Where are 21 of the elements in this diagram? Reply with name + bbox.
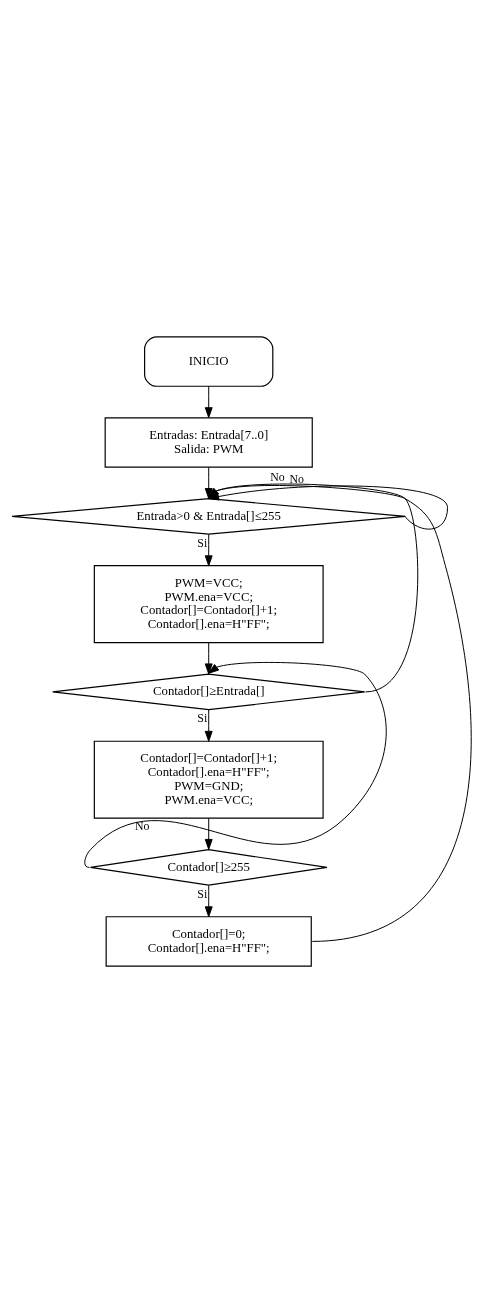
node-box: Contador[]=Contador[]+1; Contador[].ena=H"FF"; PWM=GND; PWM.ena=VCC;	[93, 740, 324, 819]
node-diamond: Contador[]≥Entrada[]	[52, 673, 366, 710]
arrow	[204, 817, 213, 850]
arrow	[204, 466, 213, 499]
node-diamond: Contador[]≥255	[89, 848, 328, 886]
arrow	[204, 641, 213, 674]
node-box: Entradas: Entrada[7..0] Salida: PWM	[104, 416, 313, 468]
edge-label: No	[270, 469, 285, 484]
node-box: PWM=VCC; PWM.ena=VCC; Contador[]=Contador[]+1; Contador[].ena=H"FF";	[93, 564, 324, 643]
arrow	[204, 385, 213, 418]
edge-label: Si	[197, 535, 208, 550]
node-box: INICIO	[144, 335, 274, 387]
edge-label: Si	[197, 886, 208, 901]
edge-label: Si	[197, 710, 208, 725]
arrow	[204, 708, 213, 742]
arrow	[204, 533, 213, 566]
edge-label: No	[134, 818, 150, 833]
node-box: Contador[]=0; Contador[].ena=H"FF";	[105, 915, 312, 967]
arrow	[204, 884, 213, 917]
node-diamond: Entrada>0 & Entrada[]≤255	[11, 497, 406, 535]
edge-label: No	[289, 471, 305, 486]
